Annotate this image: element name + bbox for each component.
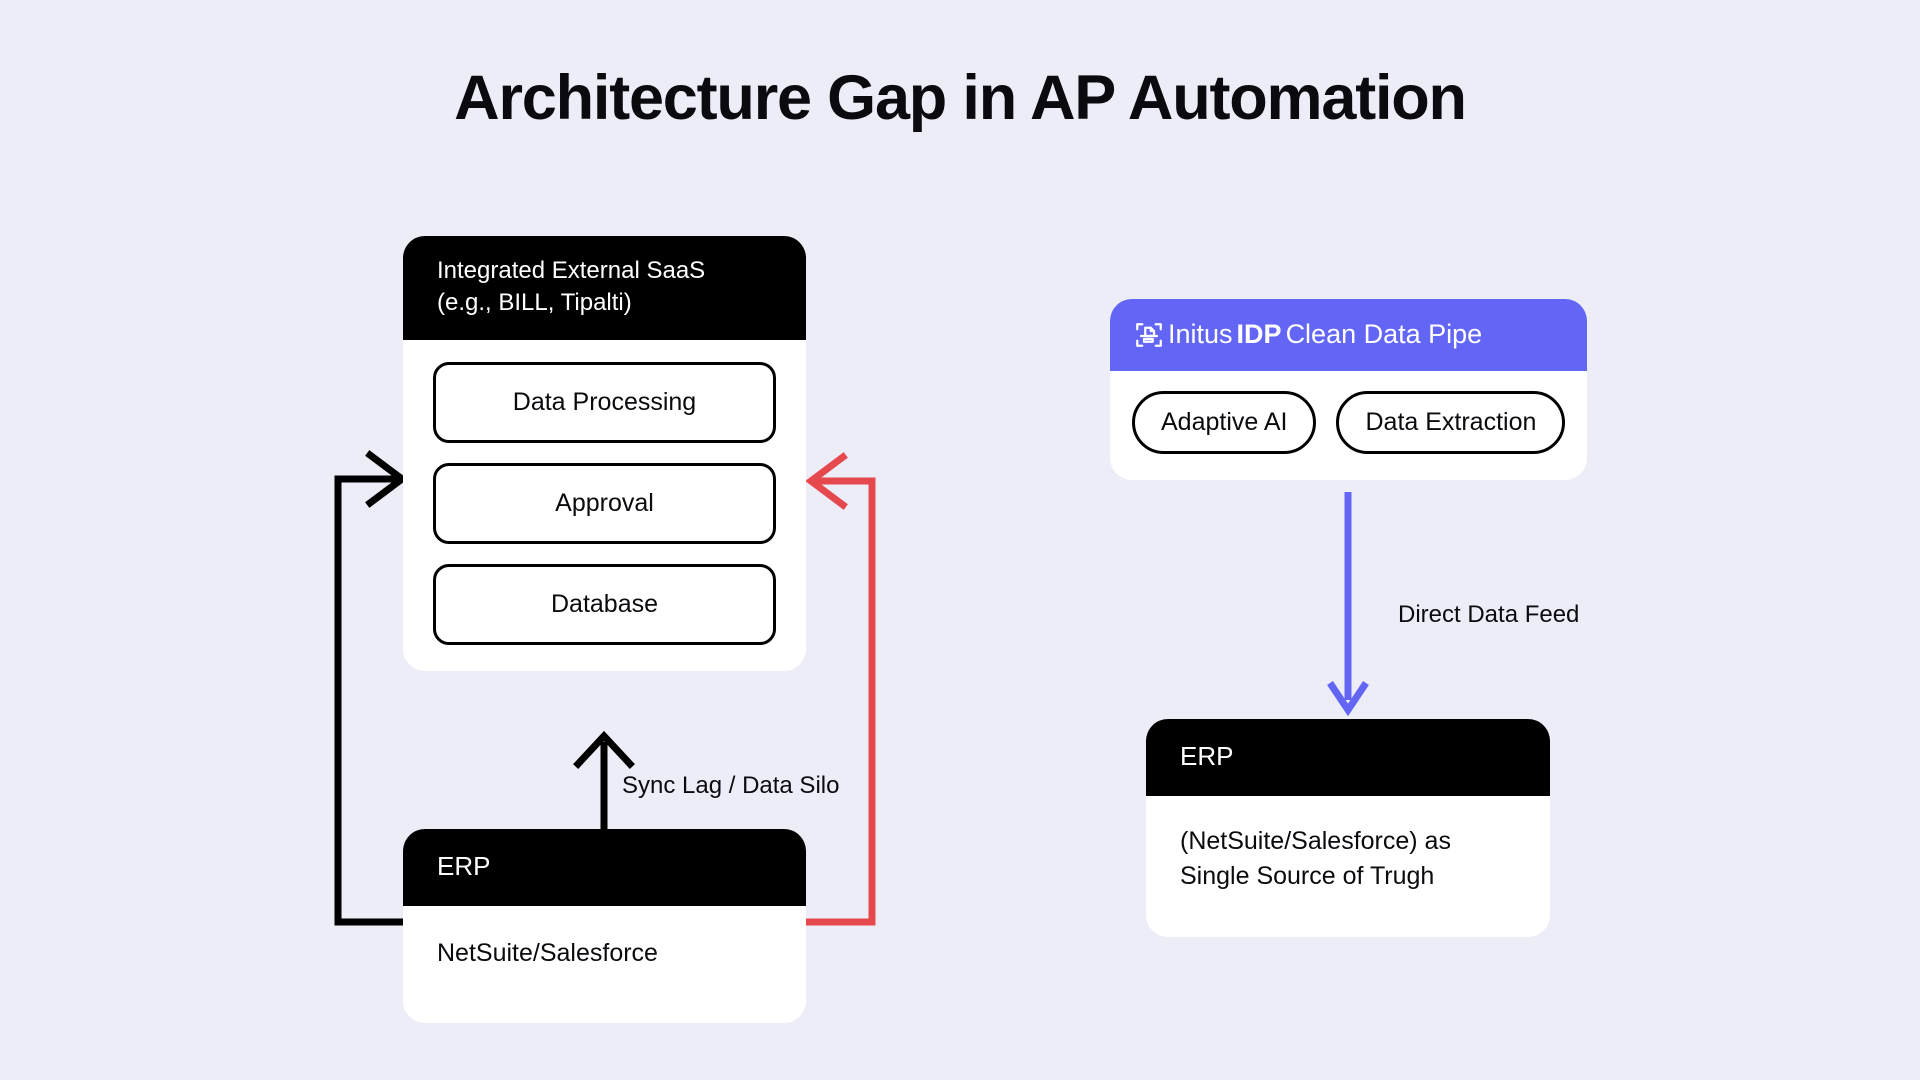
erp-right-card-body: (NetSuite/Salesforce) as Single Source o…	[1146, 796, 1550, 937]
integrated-saas-card: Integrated External SaaS (e.g., BILL, Ti…	[403, 236, 806, 671]
initus-idp-card-body: Adaptive AI Data Extraction	[1110, 371, 1587, 480]
integrated-saas-header-line-1: Integrated External SaaS	[437, 257, 706, 284]
step-database[interactable]: Database	[433, 563, 776, 645]
erp-right-body-line-1: (NetSuite/Salesforce) as	[1180, 826, 1451, 855]
capability-data-extraction[interactable]: Data Extraction	[1336, 390, 1566, 454]
initus-brand-light: Initus	[1168, 319, 1233, 349]
step-approval[interactable]: Approval	[433, 462, 776, 544]
capability-adaptive-ai[interactable]: Adaptive AI	[1132, 390, 1317, 454]
connector-direct-data-feed	[1327, 492, 1369, 717]
integrated-saas-card-body: Data Processing Approval Database	[403, 340, 806, 671]
step-data-processing[interactable]: Data Processing	[433, 361, 776, 443]
edge-label-direct-data-feed: Direct Data Feed	[1398, 601, 1580, 628]
integrated-saas-card-header: Integrated External SaaS (e.g., BILL, Ti…	[403, 236, 806, 340]
connector-failure-loop-red	[802, 452, 876, 926]
initus-brand-bold: IDP	[1236, 319, 1282, 349]
integrated-saas-header-line-2: (e.g., BILL, Tipalti)	[437, 288, 632, 316]
erp-right-card-header: ERP	[1146, 719, 1550, 796]
erp-left-card-body: NetSuite/Salesforce	[437, 938, 658, 967]
edge-label-sync-lag: Sync Lag / Data Silo	[622, 772, 840, 799]
erp-left-card-header: ERP	[403, 829, 806, 906]
erp-right-body-line-2: Single Source of Trugh	[1180, 862, 1435, 891]
page-title: Architecture Gap in AP Automation	[454, 63, 1467, 133]
document-scan-icon	[1134, 320, 1164, 350]
initus-header-suffix: Clean Data Pipe	[1285, 319, 1483, 349]
connector-feedback-loop-black	[334, 450, 408, 926]
erp-right-card: ERP (NetSuite/Salesforce) as Single Sour…	[1146, 719, 1550, 937]
erp-left-card: ERP NetSuite/Salesforce	[403, 829, 806, 1023]
